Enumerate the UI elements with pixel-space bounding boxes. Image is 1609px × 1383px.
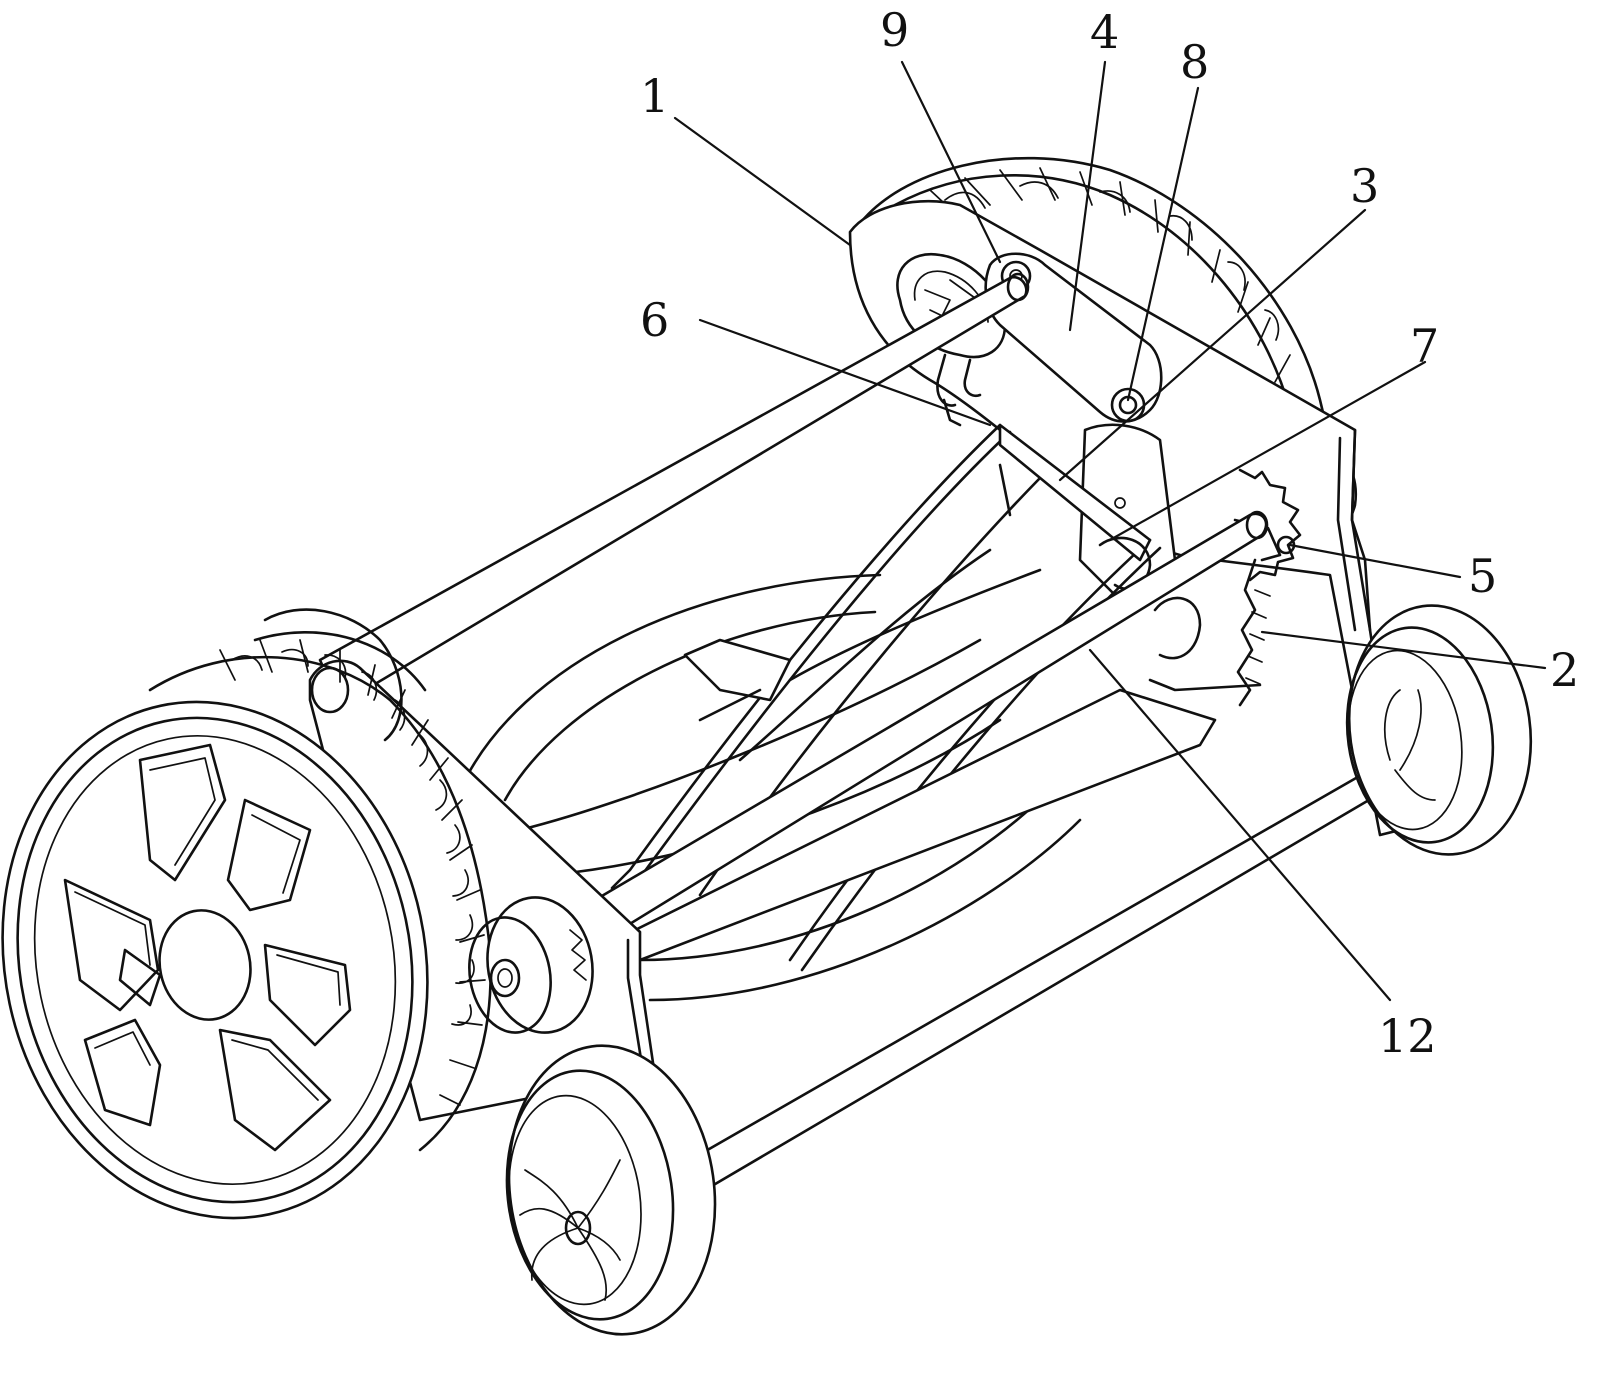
leader-2 [1260, 630, 1547, 670]
callout-2: 2 [1550, 643, 1579, 697]
leader-7 [1108, 360, 1427, 542]
leader-12 [1088, 648, 1392, 1002]
front-drive-wheel [1, 631, 492, 1220]
leader-6 [698, 318, 992, 427]
leader-9 [900, 60, 1002, 264]
leader-5 [1288, 543, 1462, 579]
callout-8: 8 [1180, 35, 1209, 89]
leader-3 [1058, 208, 1367, 482]
cutting-reel [458, 423, 1269, 1002]
callout-7: 7 [1410, 319, 1439, 373]
leader-8 [1126, 86, 1200, 402]
callout-4: 4 [1090, 5, 1119, 59]
callout-9: 9 [880, 3, 909, 57]
callout-3: 3 [1350, 159, 1379, 213]
front-rear-disc [263, 608, 403, 742]
callout-1: 1 [640, 69, 669, 123]
callout-6: 6 [640, 293, 669, 347]
callout-numerals: 1 9 4 8 3 6 7 5 2 12 [640, 3, 1579, 1063]
leader-1 [673, 116, 852, 247]
upper-cross-bar [318, 272, 1030, 707]
bed-knife [623, 678, 1262, 962]
front-idler-roller [468, 896, 594, 1034]
leader-4 [1068, 60, 1107, 332]
rear-small-wheel [1345, 604, 1533, 856]
callout-12: 12 [1378, 1009, 1437, 1063]
front-small-wheel [505, 1044, 717, 1336]
leader-lines [673, 60, 1547, 1002]
callout-5: 5 [1468, 549, 1497, 603]
bottom-roller-bar [688, 764, 1390, 1192]
